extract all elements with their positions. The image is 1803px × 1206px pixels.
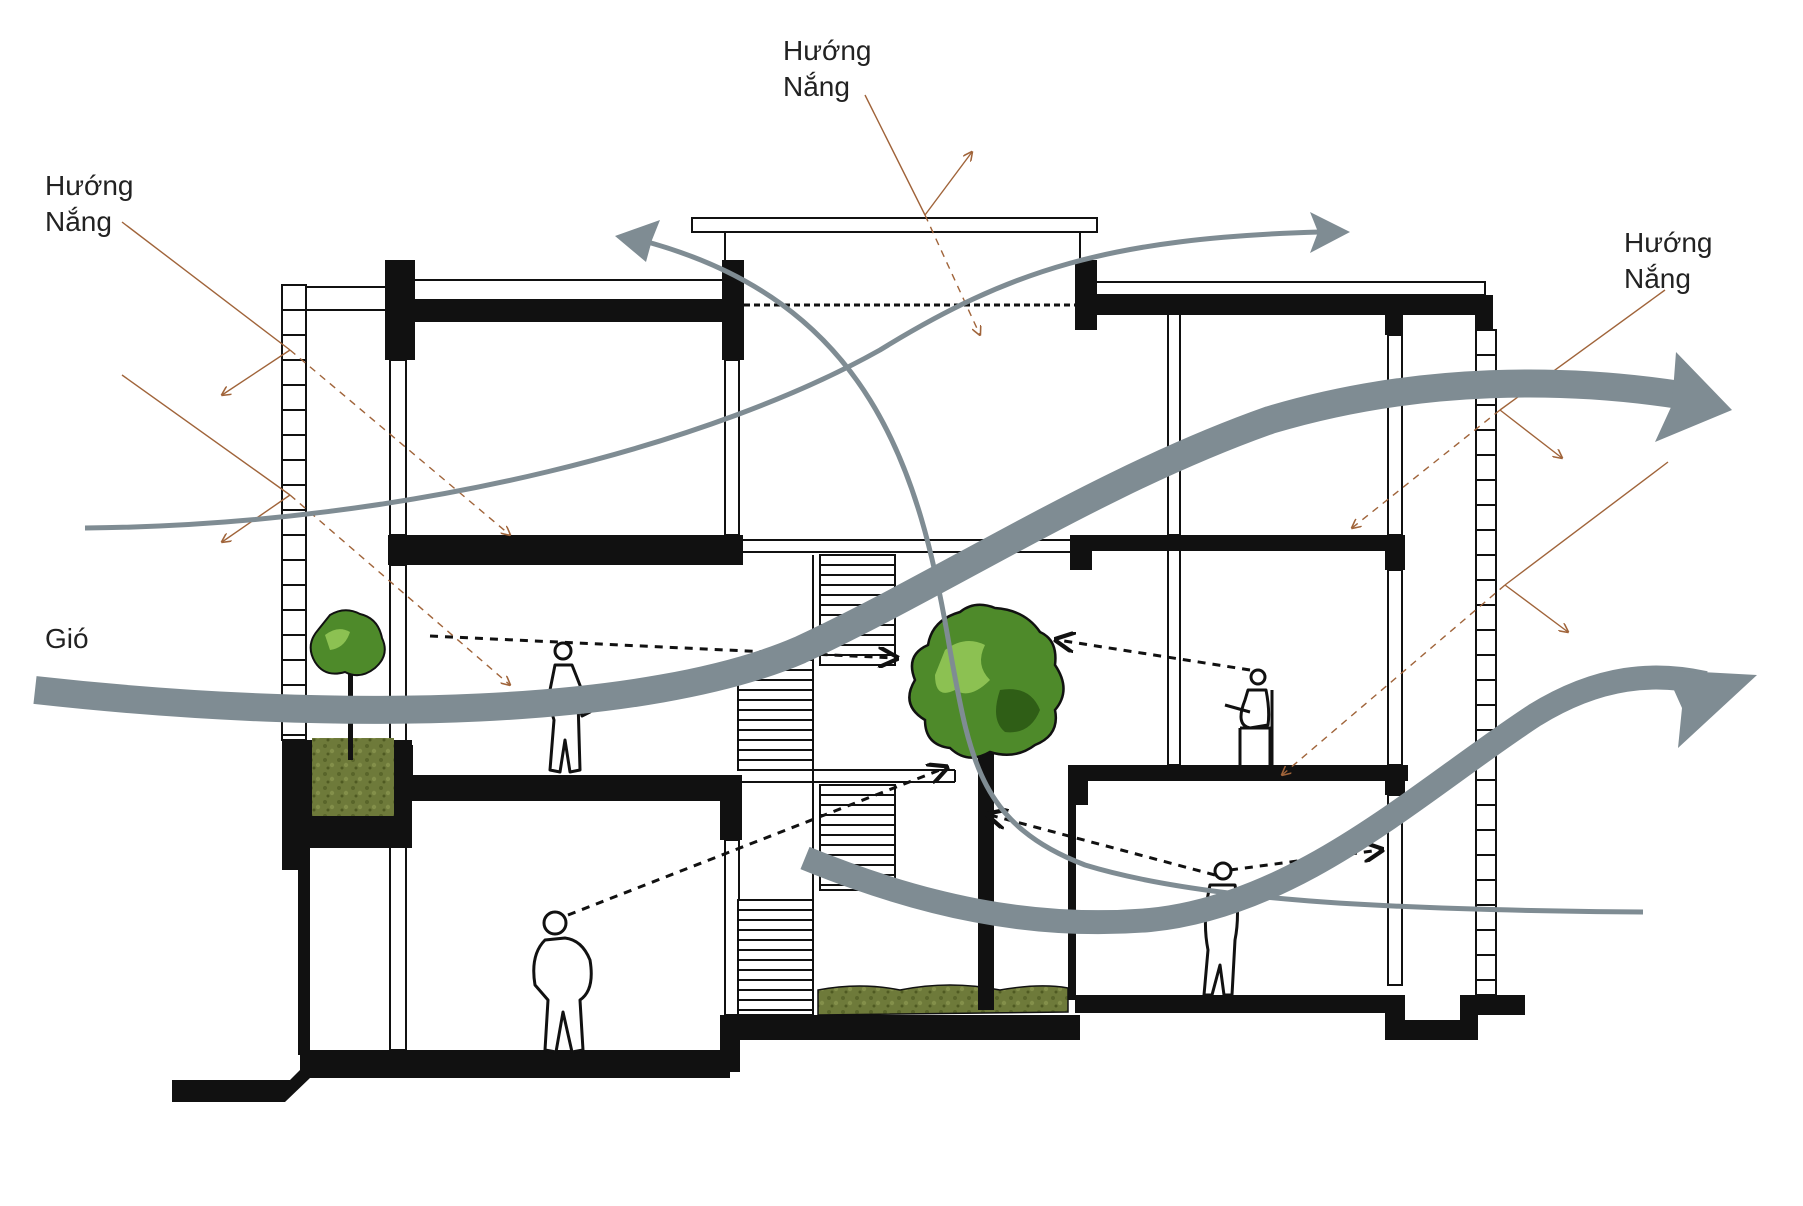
sun-label-right: Hướng Nắng [1624, 227, 1720, 294]
arrow-icon [289, 494, 510, 685]
arrow-icon [615, 220, 660, 262]
left-mullion-2 [389, 564, 407, 746]
arrow-icon [1282, 584, 1506, 775]
stair-lower-b [737, 899, 814, 1016]
arrow-icon [1058, 640, 1251, 672]
sun-rays [121, 94, 1669, 775]
arrow-icon [1352, 409, 1501, 528]
left-wall-lower [298, 870, 310, 1055]
courtyard-planter-soil [817, 984, 1069, 1016]
slab-right-1 [1068, 765, 1408, 781]
parapet-right [1094, 281, 1486, 296]
parapet-left [409, 279, 726, 301]
arrow-icon [1504, 584, 1568, 632]
arrow-icon [121, 221, 291, 351]
arrow-icon [289, 349, 510, 535]
wind-flows [33, 212, 1757, 935]
courtyard-tree [908, 603, 1065, 1010]
mid-mullion-lower [724, 839, 740, 1016]
ground-step [720, 1015, 1080, 1072]
facade-slats [282, 309, 1496, 981]
wind-flow-lower [800, 665, 1708, 935]
slab-right-2 [1070, 535, 1405, 551]
wind-flow-vertical [639, 237, 1644, 915]
arrow-icon [924, 152, 972, 216]
person-icon [1202, 861, 1239, 997]
arrow-icon [1499, 409, 1562, 458]
person-icon [1239, 668, 1271, 730]
column-right-2 [1070, 535, 1092, 570]
wind-flow-main [33, 369, 1683, 724]
wind-flow-upper [84, 229, 1321, 531]
arrow-icon [1655, 352, 1732, 442]
column-right-end [1475, 295, 1493, 330]
building-structure [172, 260, 1525, 1102]
left-mullion [389, 359, 407, 536]
right-mullion-e [1387, 794, 1403, 986]
column-right-inner-2 [1385, 535, 1405, 570]
arrow-icon [121, 374, 291, 496]
arrow-icon [924, 214, 980, 335]
ground-floor-slab-left [300, 1050, 730, 1070]
tree-shadow [996, 689, 1040, 733]
right-mullion-c [1387, 334, 1403, 536]
column-mid-roof [722, 260, 744, 360]
right-mullion-a [1167, 311, 1181, 536]
column-left-1 [720, 775, 742, 840]
left-mullion-3 [389, 844, 407, 1051]
right-facade-screen [1475, 329, 1497, 996]
slab-left-roof [400, 300, 730, 322]
column-right-inner-1 [1385, 765, 1405, 795]
arrow-icon [1310, 212, 1350, 253]
slab-right-roof [1090, 295, 1490, 315]
roof-canopy [691, 217, 1098, 233]
arrow-icon [864, 94, 926, 216]
sun-label-left: Hướng Nắng [45, 170, 141, 237]
wind-label: Gió [45, 623, 89, 654]
ground-right-pit [1385, 995, 1525, 1040]
arrow-icon [990, 815, 1216, 877]
arrow-icon [1504, 461, 1669, 586]
small-tree-highlight [325, 629, 350, 650]
planter-tree [309, 609, 386, 760]
slab-left-2 [388, 535, 743, 565]
sun-label-top: Hướng Nắng [783, 35, 879, 102]
tree-icon [309, 609, 386, 677]
column-left-roof [385, 260, 415, 360]
building-outlines [281, 217, 1497, 1051]
arrow-icon [567, 768, 945, 917]
wall-right-lower [1068, 780, 1076, 1000]
arrow-icon [1665, 670, 1757, 748]
arrow-icon [222, 349, 291, 395]
slab-left-1 [400, 775, 740, 801]
stair-treads [738, 564, 895, 1011]
ground-floor-slab-right [1075, 995, 1395, 1013]
planters [312, 738, 1069, 1016]
right-mullion-d [1387, 569, 1403, 766]
chair-icon [1224, 690, 1274, 765]
arrow-icon [429, 634, 895, 658]
mid-mullion-upper [724, 359, 740, 536]
column-right-inner-roof [1385, 310, 1403, 335]
person-icon [532, 910, 593, 1054]
